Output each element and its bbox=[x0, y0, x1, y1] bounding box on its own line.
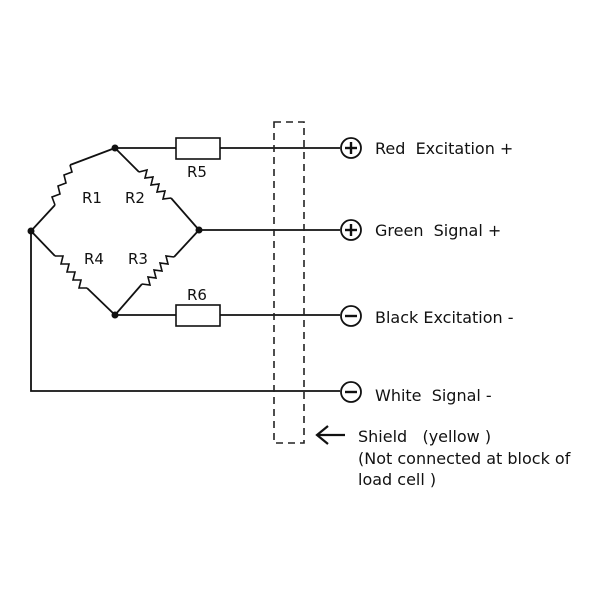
label-r2: R2 bbox=[125, 189, 145, 207]
label-green-signal: Green Signal + bbox=[375, 221, 501, 240]
terminal-red-plus bbox=[340, 137, 362, 159]
shield-note-line3: load cell ) bbox=[358, 470, 436, 489]
label-black-excitation: Black Excitation - bbox=[375, 308, 514, 327]
resistor-r2 bbox=[114, 147, 200, 231]
junction-right bbox=[195, 226, 203, 234]
wire-left-to-white bbox=[30, 231, 340, 392]
junction-bottom bbox=[111, 311, 119, 319]
resistor-r5 bbox=[175, 137, 221, 160]
junction-left bbox=[27, 227, 35, 235]
label-r4: R4 bbox=[84, 250, 104, 268]
label-white-signal: White Signal - bbox=[375, 386, 492, 405]
label-red-excitation: Red Excitation + bbox=[375, 139, 513, 158]
label-r3: R3 bbox=[128, 250, 148, 268]
shield-note-line1: Shield (yellow ) bbox=[358, 427, 491, 446]
label-r5: R5 bbox=[187, 163, 207, 181]
resistor-r1 bbox=[30, 147, 116, 232]
shield-box bbox=[273, 121, 305, 444]
shield-note-line2: (Not connected at block of bbox=[358, 449, 571, 468]
resistor-r4 bbox=[30, 230, 116, 316]
label-r1: R1 bbox=[82, 189, 102, 207]
label-r6: R6 bbox=[187, 286, 207, 304]
terminal-black-minus bbox=[340, 305, 362, 327]
resistor-r3 bbox=[114, 229, 200, 316]
resistor-r6 bbox=[175, 304, 221, 327]
arrow-left-icon bbox=[315, 425, 345, 445]
junction-top bbox=[111, 144, 119, 152]
terminal-white-minus bbox=[340, 381, 362, 403]
terminal-green-plus bbox=[340, 219, 362, 241]
